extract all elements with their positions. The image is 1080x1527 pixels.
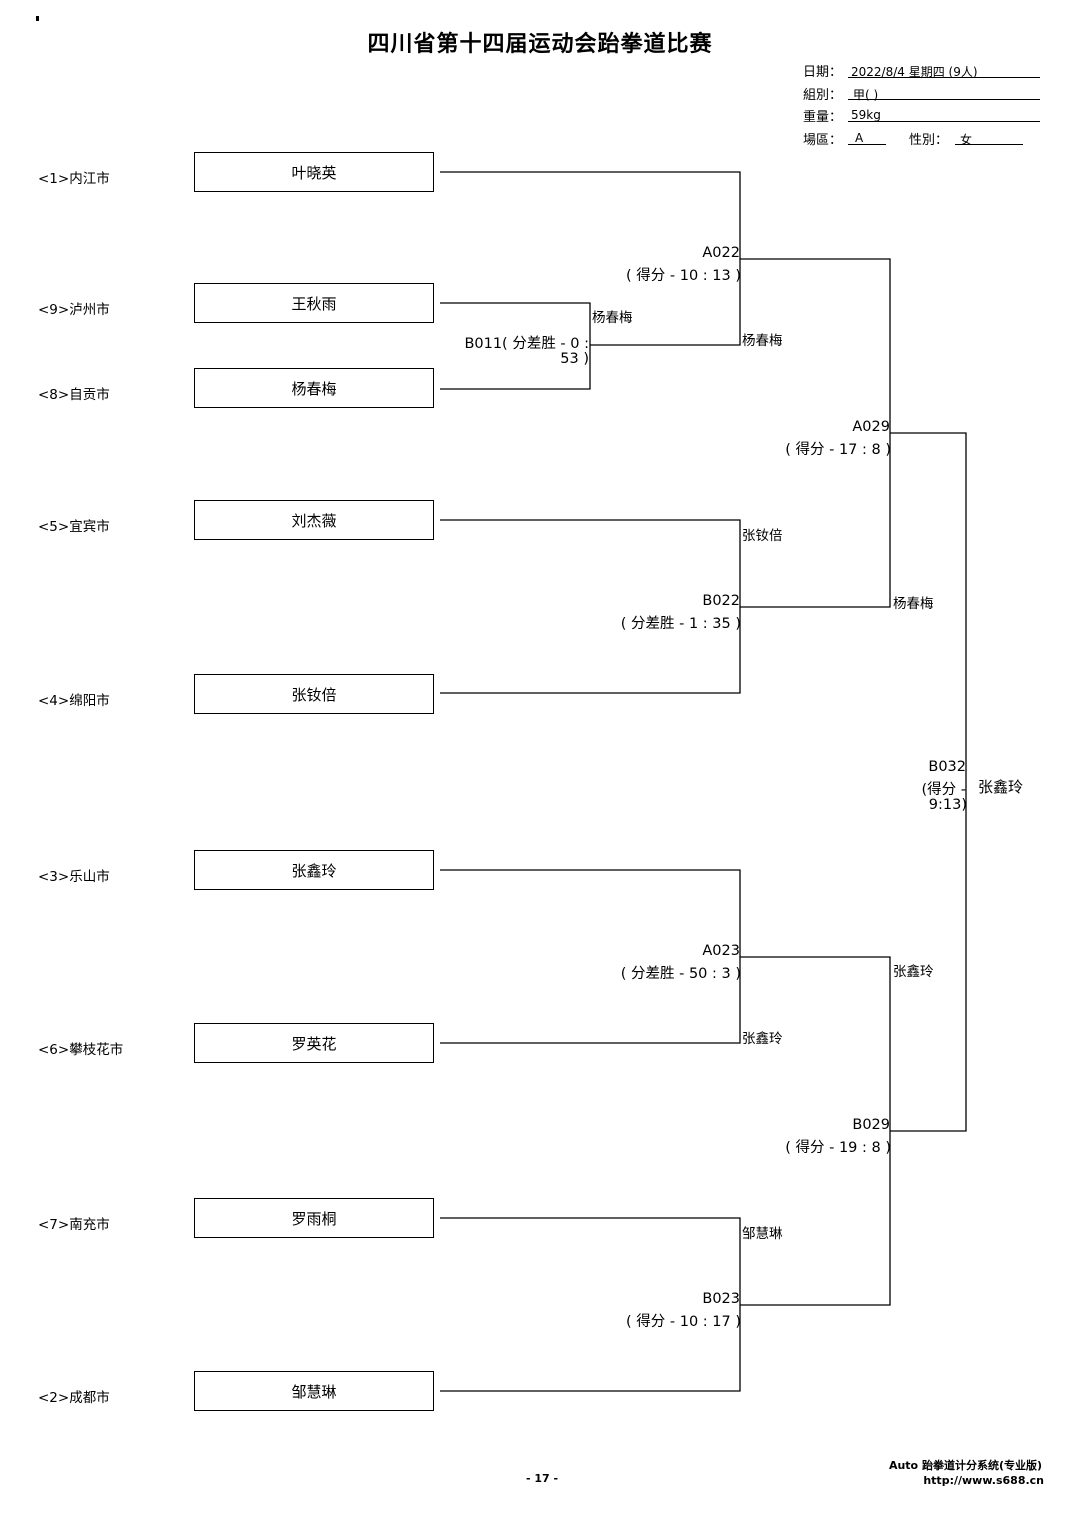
weight-underline xyxy=(848,121,1040,122)
match-score: ( 得分 - 10 : 17 ) xyxy=(626,1314,741,1330)
winner-label: 杨春梅 xyxy=(592,310,633,326)
date-underline xyxy=(848,77,1040,78)
winner-label: 邹慧琳 xyxy=(742,1226,783,1242)
gender-value: 女 xyxy=(960,133,973,147)
competitor-box: 王秋雨 xyxy=(194,283,434,323)
seed-label: <6>攀枝花市 xyxy=(38,1042,124,1058)
group-label: 組別： xyxy=(803,88,843,103)
system-name: Auto 跆拳道计分系统(专业版) xyxy=(888,1459,1042,1472)
winner-label: 张鑫玲 xyxy=(893,964,934,980)
champion-label: 张鑫玲 xyxy=(978,778,1024,796)
corner-mark xyxy=(36,16,39,21)
match-score: ( 得分 - 17 : 8 ) xyxy=(785,442,891,458)
venue-label: 場區： xyxy=(803,133,843,148)
system-url: http://www.s688.cn xyxy=(923,1474,1044,1487)
match-code-score: B011( 分差胜 - 0 : xyxy=(464,336,589,352)
match-code: B032 xyxy=(928,759,966,775)
match-code: B023 xyxy=(702,1291,740,1307)
competitor-box: 张鑫玲 xyxy=(194,850,434,890)
competitor-box: 杨春梅 xyxy=(194,368,434,408)
match-code: A029 xyxy=(852,419,890,435)
page-number: - 17 - xyxy=(526,1472,559,1485)
winner-label: 杨春梅 xyxy=(893,596,934,612)
match-code: A023 xyxy=(702,943,740,959)
seed-label: <7>南充市 xyxy=(38,1217,110,1233)
competitor-box: 邹慧琳 xyxy=(194,1371,434,1411)
match-score: 9:13) xyxy=(928,797,967,813)
match-score: ( 分差胜 - 50 : 3 ) xyxy=(620,966,741,982)
line-b023 xyxy=(440,1217,741,1392)
competitor-box: 张钕倍 xyxy=(194,674,434,714)
seed-label: <8>自贡市 xyxy=(38,387,110,403)
seed-label: <9>泸州市 xyxy=(38,302,110,318)
weight-value: 59kg xyxy=(851,108,881,122)
match-score: 53 ) xyxy=(560,351,589,367)
line-a023 xyxy=(440,869,741,1044)
seed-label: <5>宜宾市 xyxy=(38,519,110,535)
date-label: 日期： xyxy=(803,65,843,80)
seed-label: <2>成都市 xyxy=(38,1390,110,1406)
date-value: 2022/8/4 星期四 (9人) xyxy=(851,65,978,79)
group-underline xyxy=(848,99,1040,100)
gender-underline xyxy=(955,144,1023,145)
venue-underline xyxy=(848,144,886,145)
weight-label: 重量： xyxy=(803,110,843,125)
competitor-box: 罗英花 xyxy=(194,1023,434,1063)
line-b022 xyxy=(440,519,741,694)
match-score: (得分 - xyxy=(921,782,967,798)
competitor-box: 叶晓英 xyxy=(194,152,434,192)
winner-label: 张鑫玲 xyxy=(742,1031,783,1047)
competitor-box: 罗雨桐 xyxy=(194,1198,434,1238)
line-b032 xyxy=(890,432,967,1132)
competitor-box: 刘杰薇 xyxy=(194,500,434,540)
seed-label: <1>内江市 xyxy=(38,171,110,187)
match-score: ( 分差胜 - 1 : 35 ) xyxy=(620,616,741,632)
match-code: B022 xyxy=(702,593,740,609)
winner-label: 杨春梅 xyxy=(742,333,783,349)
match-code: B029 xyxy=(852,1117,890,1133)
match-code: A022 xyxy=(702,245,740,261)
seed-label: <4>绵阳市 xyxy=(38,693,110,709)
page-title: 四川省第十四届运动会跆拳道比赛 xyxy=(367,32,713,57)
winner-label: 张钕倍 xyxy=(742,528,783,544)
seed-label: <3>乐山市 xyxy=(38,869,110,885)
match-score: ( 得分 - 19 : 8 ) xyxy=(785,1140,891,1156)
gender-label: 性別： xyxy=(909,133,949,148)
line-b011 xyxy=(440,302,591,390)
venue-value: A xyxy=(855,131,864,145)
match-score: ( 得分 - 10 : 13 ) xyxy=(626,268,741,284)
group-value: 甲( ) xyxy=(853,88,879,102)
